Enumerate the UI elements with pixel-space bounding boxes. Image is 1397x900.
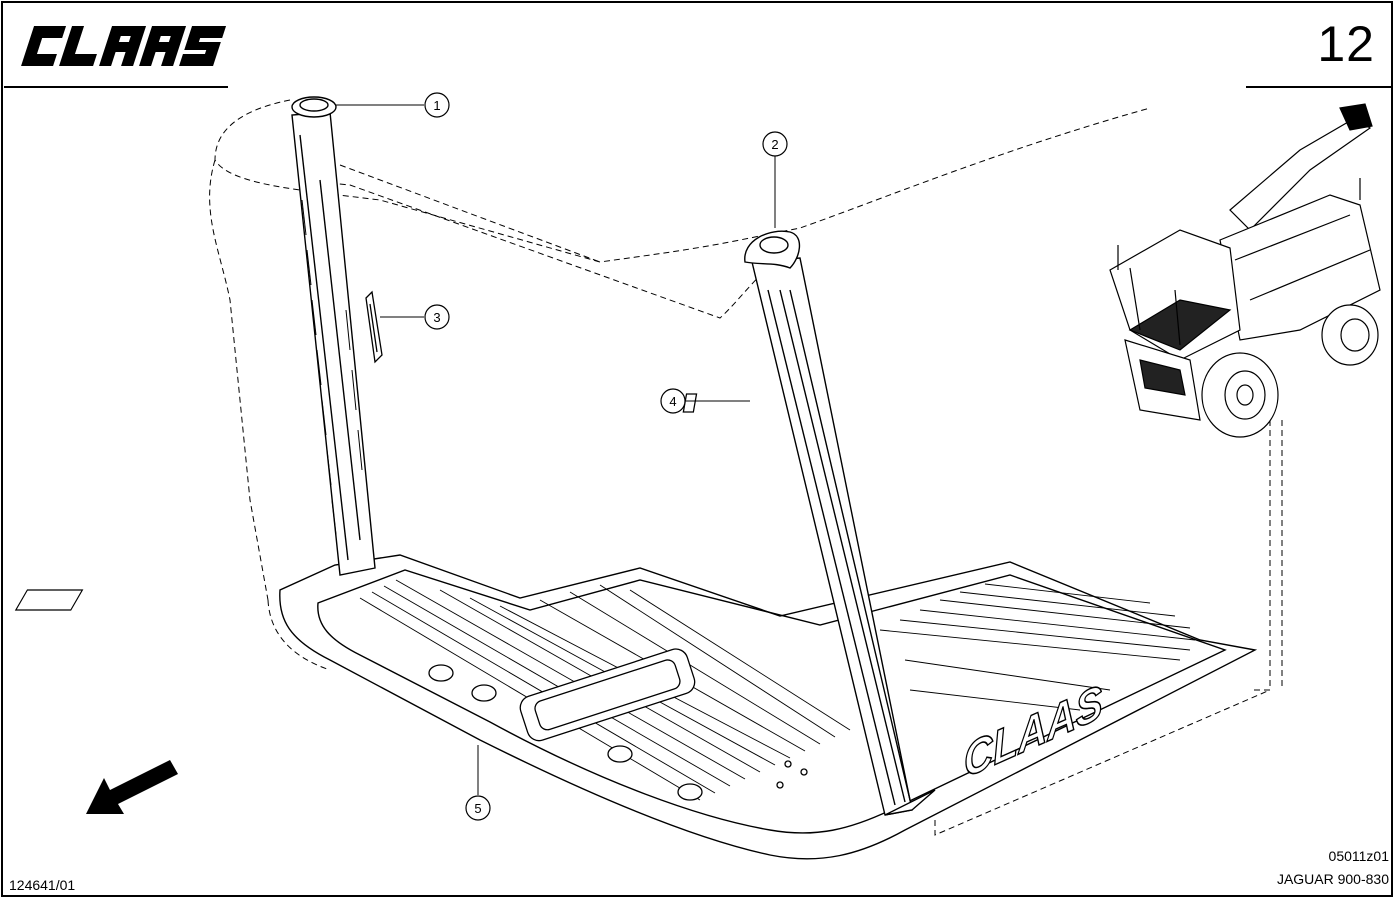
pillar-slots-left bbox=[301, 199, 363, 536]
page-number: 12 bbox=[1317, 16, 1375, 72]
svg-text:1: 1 bbox=[433, 98, 440, 113]
claas-logo bbox=[21, 26, 227, 66]
svg-text:5: 5 bbox=[474, 801, 481, 816]
illustration-id: 05011z01 bbox=[1328, 848, 1389, 864]
model-name: JAGUAR 900-830 bbox=[1276, 871, 1389, 887]
header-rule-left bbox=[4, 86, 228, 88]
cab-outline-dashed bbox=[209, 99, 1283, 836]
clip-part bbox=[365, 290, 383, 364]
svg-text:2: 2 bbox=[771, 137, 778, 152]
direction-arrow-icon bbox=[86, 760, 178, 814]
callout-1: 1 bbox=[424, 92, 450, 118]
svg-text:3: 3 bbox=[433, 310, 440, 325]
svg-text:4: 4 bbox=[669, 394, 676, 409]
pillar-trim-left bbox=[291, 96, 376, 576]
callout-3: 3 bbox=[424, 304, 450, 330]
pillar-trim-right bbox=[744, 230, 936, 816]
callout-4: 4 bbox=[660, 388, 686, 414]
callout-2: 2 bbox=[762, 131, 788, 157]
floor-mat bbox=[279, 554, 1258, 860]
forage-harvester-illustration bbox=[1109, 103, 1381, 438]
mat-details bbox=[14, 589, 808, 801]
callout-leaders bbox=[336, 104, 776, 795]
header-rule-right bbox=[1246, 86, 1392, 88]
callout-5: 5 bbox=[465, 795, 491, 821]
drawing-number: 124641/01 bbox=[9, 877, 76, 893]
